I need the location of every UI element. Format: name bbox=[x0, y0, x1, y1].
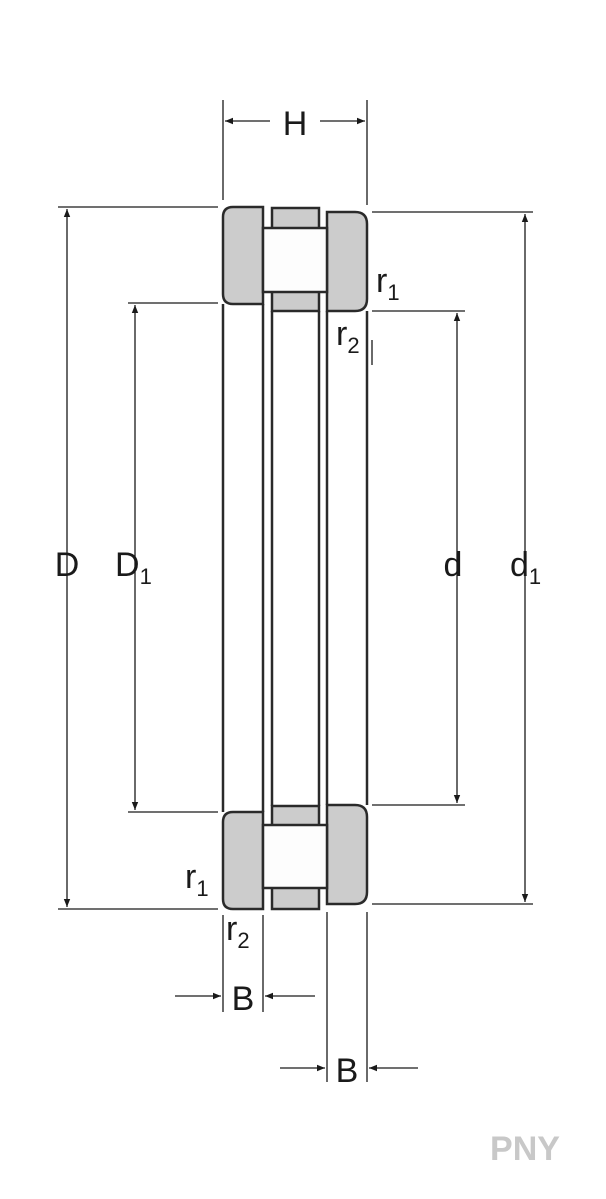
label-r2-top: r2 bbox=[336, 315, 360, 358]
label-D: D bbox=[55, 546, 80, 584]
right-washer-bottom bbox=[325, 803, 369, 906]
label-D1: D1 bbox=[115, 546, 152, 589]
right-washer-top bbox=[325, 210, 369, 313]
label-B-right: B bbox=[336, 1052, 359, 1090]
label-d: d bbox=[444, 546, 463, 584]
roller-top bbox=[261, 226, 329, 294]
left-washer-top bbox=[221, 205, 265, 306]
top-section bbox=[221, 205, 369, 313]
body-lines bbox=[221, 304, 369, 812]
label-d1: d1 bbox=[510, 546, 541, 589]
label-r2-bottom: r2 bbox=[226, 910, 250, 953]
left-washer-bottom bbox=[221, 810, 265, 911]
label-H: H bbox=[283, 105, 308, 143]
bottom-section bbox=[221, 803, 369, 911]
label-r1-top: r1 bbox=[376, 262, 400, 305]
label-r1-bottom: r1 bbox=[185, 858, 209, 901]
roller-bottom bbox=[261, 823, 329, 890]
label-B-left: B bbox=[232, 980, 255, 1018]
dimension-lines bbox=[58, 100, 533, 1082]
logo: PNY bbox=[490, 1130, 560, 1168]
